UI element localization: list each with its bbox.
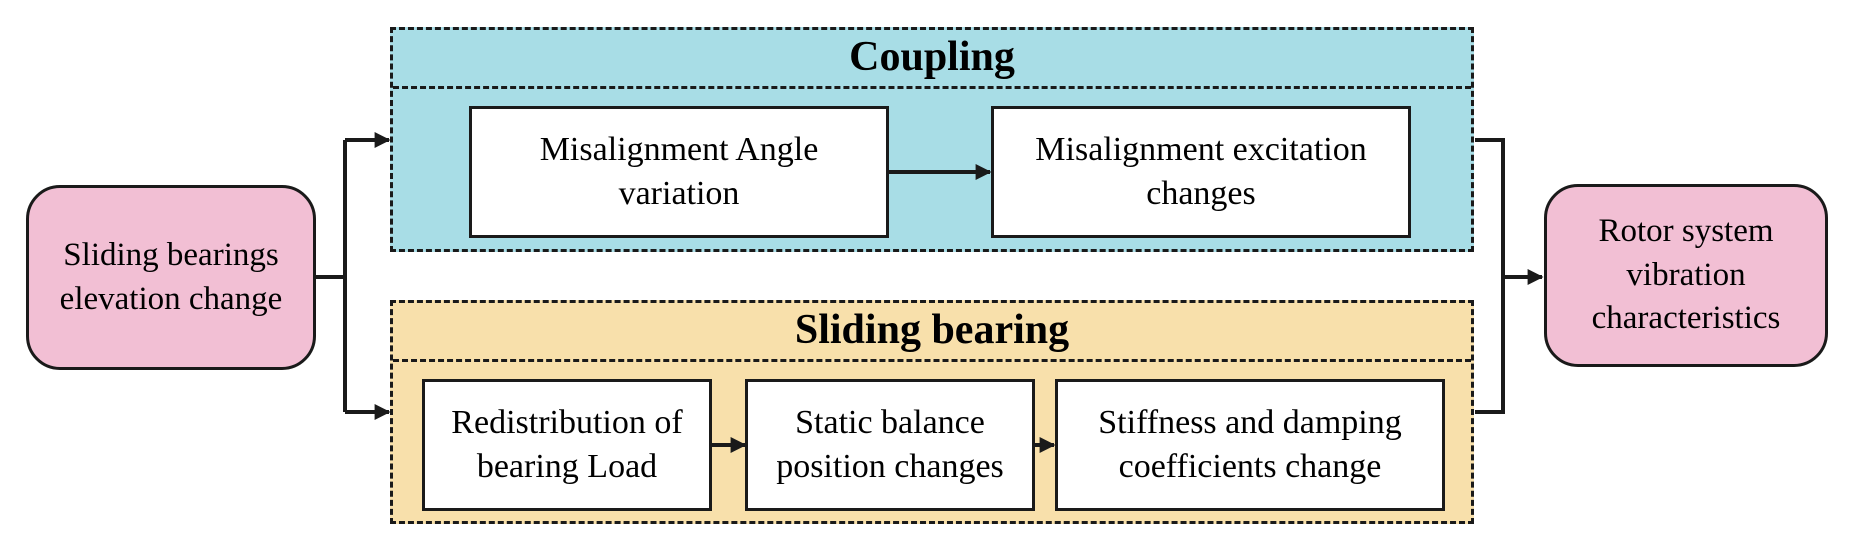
node-misalignment-angle: Misalignment Angle variation: [469, 106, 889, 238]
node-misalignment-excitation: Misalignment excitation changes: [991, 106, 1411, 238]
node-misalignment-excitation-label: Misalignment excitation changes: [1035, 131, 1367, 212]
node-static-balance: Static balance position changes: [745, 379, 1035, 511]
node-load-redistribution-label: Redistribution of bearing Load: [451, 404, 683, 485]
node-load-redistribution: Redistribution of bearing Load: [422, 379, 712, 511]
sliding-bearing-group-title: Sliding bearing: [393, 303, 1471, 362]
coupling-group-title: Coupling: [393, 30, 1471, 89]
node-misalignment-angle-label: Misalignment Angle variation: [539, 131, 819, 212]
node-elevation-change: Sliding bearings elevation change: [26, 185, 316, 370]
node-elevation-change-label: Sliding bearings elevation change: [59, 236, 283, 317]
node-static-balance-label: Static balance position changes: [776, 404, 1004, 485]
node-stiffness-damping: Stiffness and damping coefficients chang…: [1055, 379, 1445, 511]
node-vibration-characteristics-label: Rotor system vibration characteristics: [1591, 213, 1781, 337]
input-splitter-line: [315, 140, 347, 412]
output-merger-line: [1475, 138, 1505, 414]
node-stiffness-damping-label: Stiffness and damping coefficients chang…: [1098, 404, 1402, 485]
node-vibration-characteristics: Rotor system vibration characteristics: [1544, 184, 1828, 367]
